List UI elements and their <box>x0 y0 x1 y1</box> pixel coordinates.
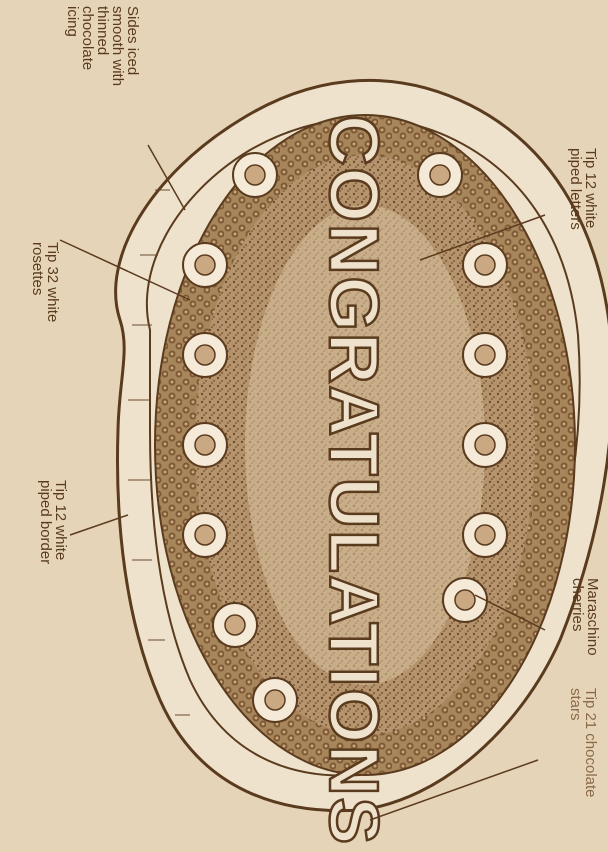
label-maraschino: Maraschino cherries <box>570 578 600 656</box>
label-tip21-stars: Tip 21 chocolate stars <box>568 688 598 798</box>
label-tip12-letters: Tip 12 white piped letters <box>568 148 598 230</box>
label-sides-iced: Sides iced smooth with thinned chocolate… <box>65 6 140 86</box>
label-tip32-rosettes: Tip 32 white rosettes <box>30 242 60 322</box>
cake-inscription: CONGRATULATIONS <box>315 115 393 846</box>
label-tip12-border: Tip 12 white piped border <box>38 480 68 564</box>
